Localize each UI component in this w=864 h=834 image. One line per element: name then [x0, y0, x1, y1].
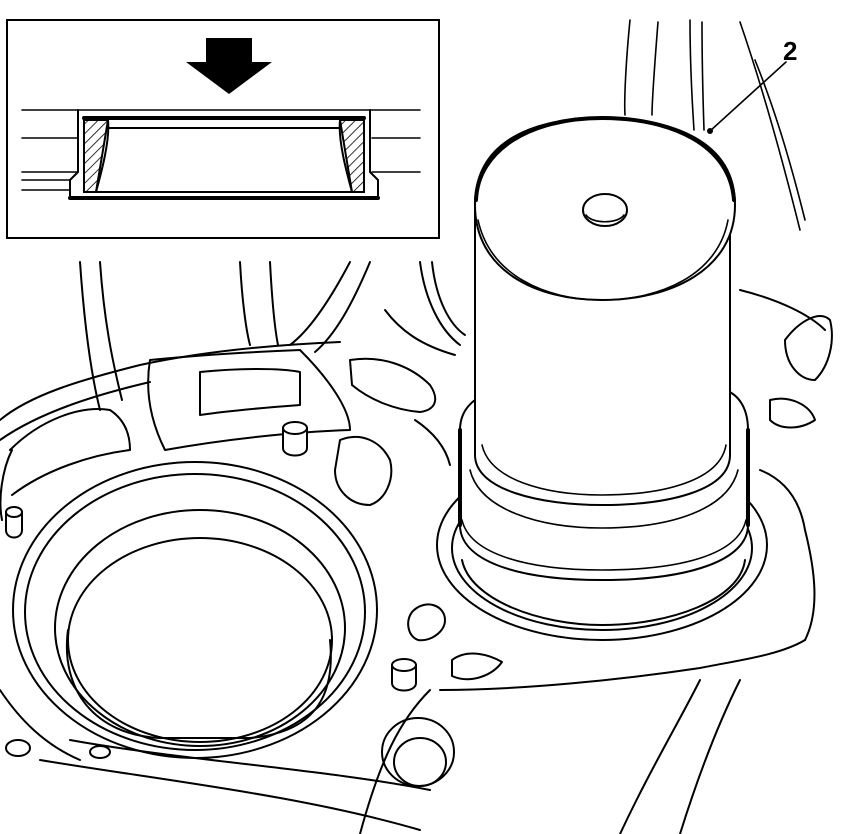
inset-detail: [6, 19, 440, 239]
transmission-housing: [0, 261, 833, 834]
seal-installer-tool: [458, 116, 750, 581]
arrow-down-icon: [186, 38, 272, 94]
dowel-pin-upper: [282, 421, 308, 457]
dowel-pin-lower: [391, 658, 417, 692]
bearing-bore: [12, 461, 378, 759]
callout-label: 2: [783, 36, 797, 66]
callout-2: 2: [707, 36, 797, 134]
dowel-pin-left: [5, 506, 23, 539]
bolt-hole-small: [5, 739, 111, 759]
shaft-background: [623, 19, 806, 231]
bolt-hole-lower: [381, 717, 455, 787]
